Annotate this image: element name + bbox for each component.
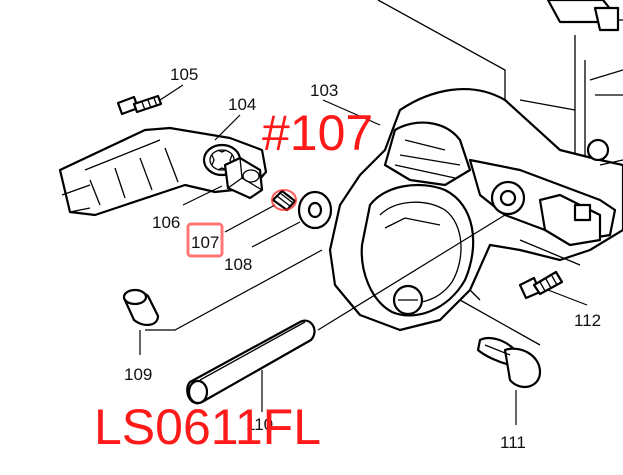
- callout-part-number: #107: [262, 105, 373, 161]
- label-108: 108: [224, 255, 252, 274]
- washer-108: [297, 190, 333, 230]
- bolt-112: [518, 270, 564, 300]
- model-number: LS0611FL: [94, 399, 321, 455]
- housing-103: [328, 0, 623, 346]
- label-112: 112: [574, 311, 601, 330]
- label-104: 104: [228, 95, 256, 114]
- label-107: 107: [191, 233, 219, 252]
- pin-111: [476, 336, 542, 389]
- leader-lines: [139, 84, 588, 425]
- label-111: 111: [500, 433, 526, 452]
- bushing-109: [122, 288, 160, 326]
- lever-104: [58, 126, 268, 217]
- nut-106: [223, 156, 264, 200]
- label-109: 109: [124, 365, 152, 384]
- label-106: 106: [152, 213, 180, 232]
- label-105: 105: [170, 65, 198, 84]
- shaft-110: [186, 319, 316, 405]
- label-110: 110: [246, 415, 273, 434]
- highlight-box-107: [186, 222, 224, 258]
- label-103: 103: [310, 81, 338, 100]
- screw-105: [116, 94, 163, 116]
- highlight-glow-107: [271, 189, 297, 211]
